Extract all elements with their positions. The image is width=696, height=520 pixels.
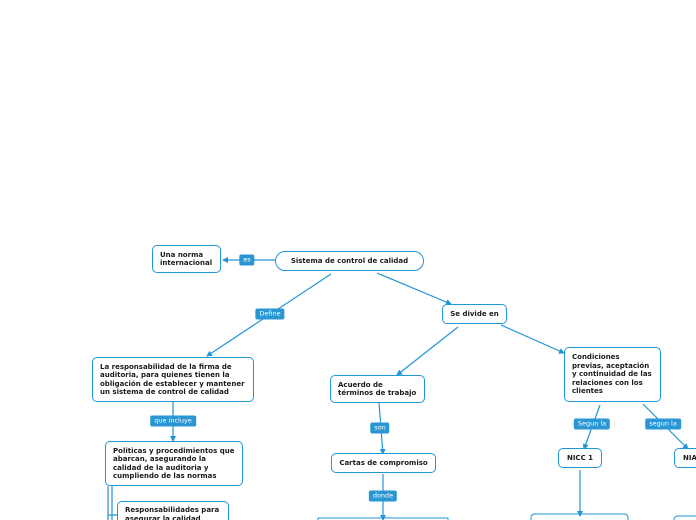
link-label-define: Define (255, 308, 285, 320)
node-below-nicc (530, 513, 629, 520)
link-label-segun-la-1: Segun la (573, 418, 611, 430)
edge-sedivide-acuerdo (396, 326, 459, 376)
node-se-divide[interactable]: Se divide en (442, 304, 507, 324)
link-label-son: son (370, 422, 390, 434)
node-condiciones-text: Condiciones previas, aceptación y contin… (572, 353, 652, 396)
node-root[interactable]: Sistema de control de calidad (275, 251, 424, 271)
node-responsabilidad[interactable]: La responsabilidad de la firma de audito… (92, 357, 254, 402)
edge-politicas-responsabilidades (107, 486, 117, 520)
edge-root-sedivide (376, 272, 452, 305)
node-below-nia (673, 515, 696, 520)
node-below-cartas (317, 517, 449, 520)
node-acuerdo-text: Acuerdo de términos de trabajo (338, 380, 417, 398)
link-label-segun-la-2: segun la (645, 418, 681, 430)
node-responsabilidades-text: Responsabilidades para asegurar la calid… (125, 506, 220, 520)
node-condiciones[interactable]: Condiciones previas, aceptación y contin… (564, 347, 661, 402)
node-responsabilidades[interactable]: Responsabilidades para asegurar la calid… (117, 501, 229, 520)
link-label-es: es (239, 254, 255, 266)
node-nicc-text: NICC 1 (566, 453, 594, 462)
node-se-divide-text: Se divide en (450, 309, 499, 318)
node-norma[interactable]: Una norma internacional (152, 245, 221, 273)
node-nia[interactable]: NIA (674, 448, 696, 468)
link-label-donde: donde (368, 490, 398, 502)
edge-sedivide-condiciones (500, 324, 565, 354)
node-responsabilidad-text: La responsabilidad de la firma de audito… (100, 362, 245, 397)
node-root-text: Sistema de control de calidad (290, 256, 409, 265)
node-acuerdo[interactable]: Acuerdo de términos de trabajo (330, 375, 425, 403)
node-norma-text: Una norma internacional (160, 250, 213, 268)
node-cartas[interactable]: Cartas de compromiso (331, 453, 436, 473)
node-nia-text: NIA (683, 453, 696, 462)
link-label-que-incluye: que incluye (150, 415, 196, 427)
node-politicas-text: Politicas y procedimientos que abarcan, … (113, 446, 235, 481)
node-politicas[interactable]: Politicas y procedimientos que abarcan, … (105, 441, 243, 486)
node-cartas-text: Cartas de compromiso (339, 458, 428, 467)
node-nicc[interactable]: NICC 1 (558, 448, 602, 468)
